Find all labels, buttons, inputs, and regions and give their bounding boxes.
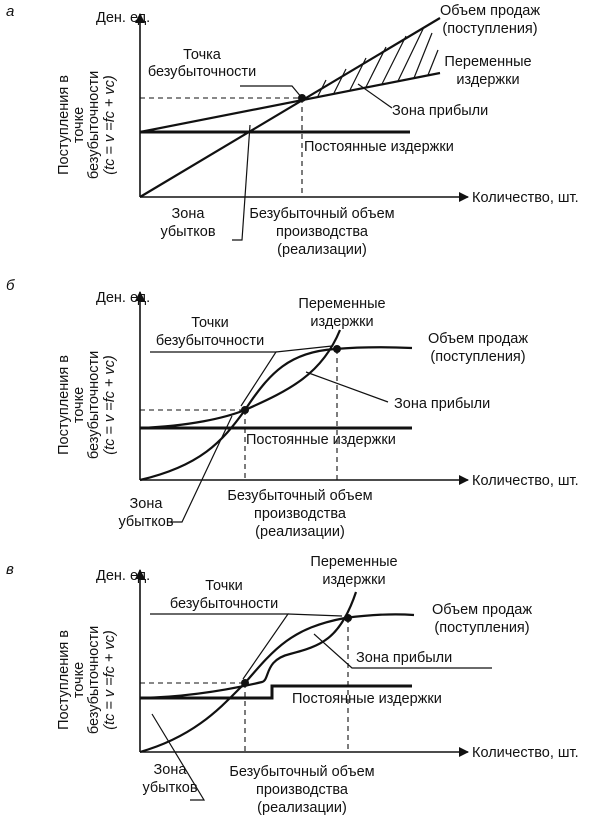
profit-zone-hatching xyxy=(317,26,439,97)
svg-text:Поступления в: Поступления в xyxy=(56,630,72,730)
svg-text:Поступления в: Поступления в xyxy=(56,355,72,455)
leader-profit-zone xyxy=(313,633,492,669)
loss-zone-label-2: убытков xyxy=(118,514,173,530)
leader-loss-zone xyxy=(232,124,251,241)
sales-label-2: (поступления) xyxy=(434,620,529,636)
leader-break-even xyxy=(240,85,303,99)
leader-break-even-1 xyxy=(150,613,290,680)
fixed-costs-label: Постоянные издержки xyxy=(292,691,442,707)
leader-break-even-2 xyxy=(287,613,343,617)
leader-profit-zone xyxy=(305,371,389,403)
panel-b: б Ден. ед. Количество, шт. Поступления в… xyxy=(6,277,579,540)
svg-text:безубыточности: безубыточности xyxy=(86,626,102,734)
fixed-costs-step-line xyxy=(140,684,412,700)
sales-curve xyxy=(139,346,413,482)
variable-label-1: Переменные xyxy=(444,54,531,70)
loss-zone-label-1: Зона xyxy=(172,206,206,222)
loss-zone-label-2: убытков xyxy=(142,780,197,796)
be-volume-label-3: (реализации) xyxy=(277,242,367,258)
break-even-point-2 xyxy=(344,614,352,622)
loss-zone-label-1: Зона xyxy=(154,762,188,778)
fixed-costs-label: Постоянные издержки xyxy=(246,432,396,448)
profit-zone-label: Зона прибыли xyxy=(392,103,488,119)
svg-text:безубыточности: безубыточности xyxy=(86,351,102,459)
leader-break-even-1 xyxy=(150,351,278,407)
svg-text:точке: точке xyxy=(71,387,87,423)
y-axis-title: Поступления в точке безубыточности (tc =… xyxy=(56,626,118,734)
leader-loss-zone xyxy=(151,713,206,801)
be-volume-label-2: производства xyxy=(276,224,369,240)
profit-zone-label: Зона прибыли xyxy=(356,650,452,666)
variable-label-2: издержки xyxy=(322,572,385,588)
leader-break-even-2 xyxy=(275,345,333,353)
y-unit-label: Ден. ед. xyxy=(96,568,150,584)
y-axis-title: Поступления в точке безубыточности (tc =… xyxy=(56,351,118,459)
loss-zone-label-1: Зона xyxy=(130,496,164,512)
leader-profit-zone xyxy=(357,83,393,109)
break-even-point-2 xyxy=(333,345,341,353)
be-volume-label-2: производства xyxy=(254,506,347,522)
panel-letter-c: в xyxy=(6,561,14,578)
break-even-label-1: Точки xyxy=(191,315,228,331)
be-volume-label-1: Безубыточный объем xyxy=(227,488,372,504)
svg-text:точке: точке xyxy=(71,662,87,698)
break-even-label-1: Точки xyxy=(205,578,242,594)
x-axis-label: Количество, шт. xyxy=(472,473,579,489)
break-even-label-1: Точка xyxy=(183,47,222,63)
panel-letter-b: б xyxy=(6,277,15,294)
x-axis-label: Количество, шт. xyxy=(472,190,579,206)
variable-costs-line xyxy=(139,71,441,134)
break-even-label-2: безубыточности xyxy=(148,64,256,80)
sales-line xyxy=(139,17,441,198)
loss-zone-label-2: убытков xyxy=(160,224,215,240)
svg-text:(tc = v =fc + vc): (tc = v =fc + vc) xyxy=(102,75,118,175)
sales-label-2: (поступления) xyxy=(442,21,537,37)
leader-loss-zone xyxy=(170,415,233,523)
fixed-costs-label: Постоянные издержки xyxy=(304,139,454,155)
variable-label-1: Переменные xyxy=(310,554,397,570)
y-unit-label: Ден. ед. xyxy=(96,10,150,26)
profit-zone-label: Зона прибыли xyxy=(394,396,490,412)
panel-letter-a: а xyxy=(6,3,14,20)
break-even-label-2: безубыточности xyxy=(156,333,264,349)
variable-label-2: издержки xyxy=(310,314,373,330)
be-volume-label-1: Безубыточный объем xyxy=(249,206,394,222)
be-volume-label-1: Безубыточный объем xyxy=(229,764,374,780)
sales-label-1: Объем продаж xyxy=(428,331,528,347)
sales-label-1: Объем продаж xyxy=(440,3,540,19)
svg-text:точке: точке xyxy=(71,107,87,143)
be-volume-label-3: (реализации) xyxy=(255,524,345,540)
variable-label-1: Переменные xyxy=(298,296,385,312)
x-axis-label: Количество, шт. xyxy=(472,745,579,761)
sales-curve xyxy=(139,613,415,754)
break-even-point-1 xyxy=(241,406,249,414)
svg-text:безубыточности: безубыточности xyxy=(86,71,102,179)
break-even-label-2: безубыточности xyxy=(170,596,278,612)
be-volume-label-3: (реализации) xyxy=(257,800,347,816)
be-volume-label-2: производства xyxy=(256,782,349,798)
svg-text:Поступления в: Поступления в xyxy=(56,75,72,175)
sales-label-1: Объем продаж xyxy=(432,602,532,618)
break-even-point-1 xyxy=(241,679,249,687)
svg-text:(tc = v =fc + vc): (tc = v =fc + vc) xyxy=(102,355,118,455)
sales-label-2: (поступления) xyxy=(430,349,525,365)
y-axis-title: Поступления в точке безубыточности (tc =… xyxy=(56,71,118,179)
variable-label-2: издержки xyxy=(456,72,519,88)
y-unit-label: Ден. ед. xyxy=(96,290,150,306)
svg-text:(tc = v =fc + vc): (tc = v =fc + vc) xyxy=(102,630,118,730)
panel-c: в Ден. ед. Количество, шт. Поступления в… xyxy=(6,554,579,816)
panel-a: а Ден. ед. Количество, шт. Поступления в… xyxy=(6,3,579,258)
variable-costs-curve xyxy=(139,591,358,700)
